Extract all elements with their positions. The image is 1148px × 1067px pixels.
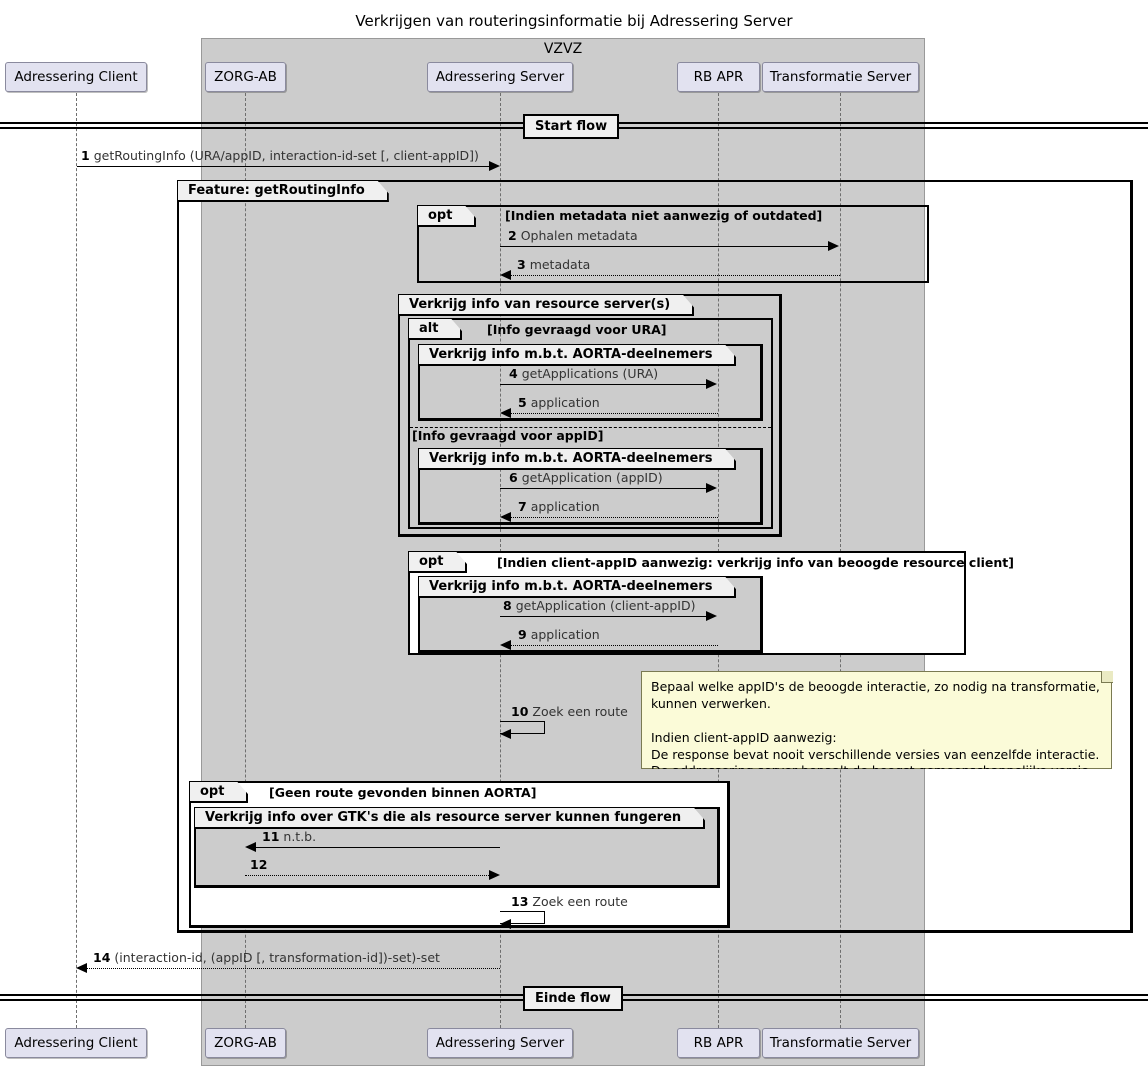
group-opt-metadata-cond: [Indien metadata niet aanwezig of outdat… bbox=[505, 208, 823, 223]
message-5-arrowhead bbox=[500, 408, 511, 418]
message-10-selfloop bbox=[500, 721, 545, 734]
group-aorta-deelnemers-client-appid-tab: Verkrijg info m.b.t. AORTA-deelnemers bbox=[419, 577, 736, 598]
message-2-arrowhead bbox=[828, 241, 839, 251]
message-10-arrowhead bbox=[500, 729, 511, 739]
participant-label: Transformatie Server bbox=[769, 69, 912, 85]
message-2-line bbox=[500, 246, 829, 247]
group-alt-info-ura-tab: alt bbox=[409, 319, 462, 340]
group-verkrijg-info-resource-servers-tab: Verkrijg info van resource server(s) bbox=[399, 295, 694, 316]
participant-label: ZORG-AB bbox=[214, 1035, 277, 1051]
divider-einde-flow-label: Einde flow bbox=[523, 986, 623, 1011]
lifeline-adressering-client bbox=[76, 93, 77, 1028]
message-11-line bbox=[256, 847, 500, 848]
group-aorta-deelnemers-client-appid: Verkrijg info m.b.t. AORTA-deelnemers bbox=[418, 576, 763, 653]
group-aorta-deelnemers-ura: Verkrijg info m.b.t. AORTA-deelnemers bbox=[418, 344, 763, 421]
group-verkrijg-info-resource-servers: Verkrijg info van resource server(s) bbox=[398, 294, 782, 537]
message-6-arrowhead bbox=[706, 483, 717, 493]
participant-adressering-server-top[interactable]: Adressering Server bbox=[427, 62, 573, 92]
message-3-label: 3 metadata bbox=[517, 257, 591, 272]
group-alt-info-ura: alt bbox=[408, 318, 773, 529]
participant-label: Adressering Client bbox=[14, 1035, 138, 1051]
message-9-arrowhead bbox=[500, 640, 511, 650]
participant-zorg-ab-top[interactable]: ZORG-AB bbox=[205, 62, 286, 92]
group-opt-client-appid-cond: [Indien client-appID aanwezig: verkrijg … bbox=[497, 555, 1014, 570]
group-feature-getroutinginfo-tab: Feature: getRoutingInfo bbox=[178, 181, 389, 202]
message-8-label: 8 getApplication (client-appID) bbox=[503, 598, 696, 613]
message-7-line bbox=[511, 517, 718, 518]
message-6-label: 6 getApplication (appID) bbox=[509, 470, 663, 485]
message-9-label: 9 application bbox=[518, 627, 600, 642]
message-3-line bbox=[511, 275, 840, 276]
message-13-label: 13 Zoek een route bbox=[511, 894, 628, 909]
message-4-label: 4 getApplications (URA) bbox=[509, 366, 659, 381]
participant-label: Transformatie Server bbox=[769, 1035, 912, 1051]
participant-adressering-client-top[interactable]: Adressering Client bbox=[5, 62, 147, 92]
message-11-label: 11 n.t.b. bbox=[262, 829, 317, 844]
message-8-arrowhead bbox=[706, 611, 717, 621]
message-9-line bbox=[511, 645, 718, 646]
message-10-label: 10 Zoek een route bbox=[511, 704, 628, 719]
message-14-arrowhead bbox=[76, 963, 87, 973]
group-opt-geen-route-tab: opt bbox=[190, 782, 248, 803]
group-alt-else-cond: [Info gevraagd voor appID] bbox=[412, 428, 604, 443]
message-13-selfloop bbox=[500, 911, 545, 924]
message-8-line bbox=[500, 616, 707, 617]
message-4-arrowhead bbox=[706, 379, 717, 389]
participant-adressering-client-bottom[interactable]: Adressering Client bbox=[5, 1028, 147, 1058]
group-aorta-deelnemers-appid: Verkrijg info m.b.t. AORTA-deelnemers bbox=[418, 448, 763, 525]
message-7-label: 7 application bbox=[518, 499, 600, 514]
group-verkrijg-info-gtk-tab: Verkrijg info over GTK's die als resourc… bbox=[195, 808, 705, 829]
message-14-label: 14 (interaction-id, (appID [, transforma… bbox=[93, 950, 440, 965]
message-1-label: 1 getRoutingInfo (URA/appID, interaction… bbox=[81, 148, 479, 163]
participant-label: Adressering Server bbox=[435, 1035, 565, 1051]
participant-adressering-server-bottom[interactable]: Adressering Server bbox=[427, 1028, 573, 1058]
participant-box-label: VZVZ bbox=[543, 41, 583, 57]
group-opt-metadata-tab: opt bbox=[418, 206, 476, 227]
participant-transformatie-server-bottom[interactable]: Transformatie Server bbox=[762, 1028, 919, 1058]
message-14-line bbox=[87, 968, 500, 969]
participant-label: RB APR bbox=[693, 1035, 744, 1051]
group-aorta-deelnemers-appid-tab: Verkrijg info m.b.t. AORTA-deelnemers bbox=[419, 449, 736, 470]
message-4-line bbox=[500, 384, 707, 385]
message-5-label: 5 application bbox=[518, 395, 600, 410]
lifeline-zorg-ab bbox=[245, 93, 246, 1028]
participant-rb-apr-bottom[interactable]: RB APR bbox=[677, 1028, 760, 1058]
message-12-arrowhead bbox=[489, 870, 500, 880]
participant-label: RB APR bbox=[693, 69, 744, 85]
message-1-arrowhead bbox=[489, 161, 500, 171]
participant-transformatie-server-top[interactable]: Transformatie Server bbox=[762, 62, 919, 92]
message-6-line bbox=[500, 488, 707, 489]
divider-start-flow-label: Start flow bbox=[523, 114, 620, 139]
participant-label: Adressering Client bbox=[14, 69, 138, 85]
group-feature-getroutinginfo: Feature: getRoutingInfo bbox=[177, 180, 1133, 933]
group-aorta-deelnemers-ura-tab: Verkrijg info m.b.t. AORTA-deelnemers bbox=[419, 345, 736, 366]
message-11-arrowhead bbox=[245, 842, 256, 852]
message-3-arrowhead bbox=[500, 270, 511, 280]
message-12-line bbox=[245, 875, 489, 876]
note-appid-bepaling: Bepaal welke appID's de beoogde interact… bbox=[641, 671, 1112, 769]
message-7-arrowhead bbox=[500, 512, 511, 522]
participant-label: Adressering Server bbox=[435, 69, 565, 85]
note-fold-icon bbox=[1101, 671, 1113, 683]
message-13-arrowhead bbox=[500, 919, 511, 929]
participant-label: ZORG-AB bbox=[214, 69, 277, 85]
group-opt-client-appid-tab: opt bbox=[409, 552, 467, 573]
group-alt-info-ura-cond: [Info gevraagd voor URA] bbox=[487, 322, 667, 337]
message-1-line bbox=[77, 166, 490, 167]
group-opt-geen-route-cond: [Geen route gevonden binnen AORTA] bbox=[269, 785, 537, 800]
participant-zorg-ab-bottom[interactable]: ZORG-AB bbox=[205, 1028, 286, 1058]
group-opt-metadata: opt bbox=[417, 205, 929, 283]
group-alt-else-separator bbox=[410, 427, 771, 428]
page-title: Verkrijgen van routeringsinformatie bij … bbox=[355, 12, 793, 30]
message-12-label: 12 bbox=[250, 857, 268, 872]
participant-rb-apr-top[interactable]: RB APR bbox=[677, 62, 760, 92]
message-2-label: 2 Ophalen metadata bbox=[508, 228, 638, 243]
message-5-line bbox=[511, 413, 718, 414]
